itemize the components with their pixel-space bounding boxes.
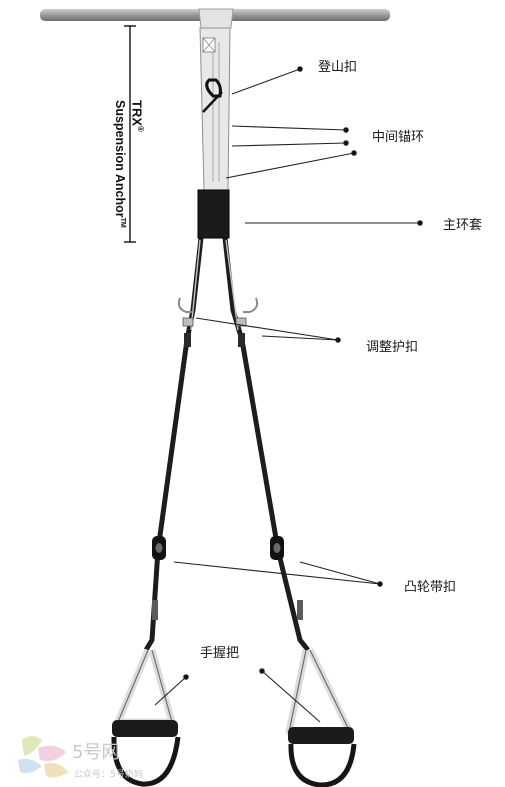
strap-logo-mark (202, 37, 216, 53)
right-strap (222, 237, 310, 652)
label-carabiner: 登山扣 (318, 60, 358, 75)
left-adjust-buckle-icon (177, 297, 194, 347)
watermark-name: 5号网 (72, 742, 120, 763)
label-main-loop: 主环套 (443, 218, 483, 233)
watermark-subtitle: 公众号：5号奶妈 (74, 770, 143, 780)
left-strap-label (152, 600, 158, 620)
product-label: TRX® Suspension AnchorTM (108, 100, 148, 250)
product-name: Suspension Anchor (112, 100, 127, 218)
left-strap (143, 237, 204, 652)
registered-mark: ® (136, 126, 145, 132)
leader-lines (154, 66, 423, 723)
carabiner-gate (202, 91, 223, 113)
label-middle-anchor-loop: 中间锚环 (372, 130, 425, 145)
label-cam-buckle: 凸轮带扣 (404, 580, 457, 595)
anchor-strap-stitching (212, 42, 220, 182)
right-cam-buckle-icon (270, 536, 284, 560)
left-cam-buckle-icon (152, 536, 166, 560)
right-strap-edge (225, 239, 239, 331)
right-handle-icon (285, 648, 357, 787)
right-adjust-buckle-icon (235, 297, 259, 347)
right-strap-label (297, 600, 303, 620)
label-handle: 手握把 (200, 646, 240, 661)
main-loop-sleeve (197, 189, 230, 239)
top-loop (198, 8, 234, 29)
product-brand: TRX (129, 100, 145, 126)
anchor-dimension-line (124, 25, 136, 243)
trademark-mark: TM (118, 217, 126, 228)
watermark-logo-icon (18, 736, 68, 778)
left-strap-edge (190, 239, 201, 331)
left-handle-icon (111, 648, 181, 787)
label-adjust-buckle: 调整护扣 (366, 340, 419, 355)
